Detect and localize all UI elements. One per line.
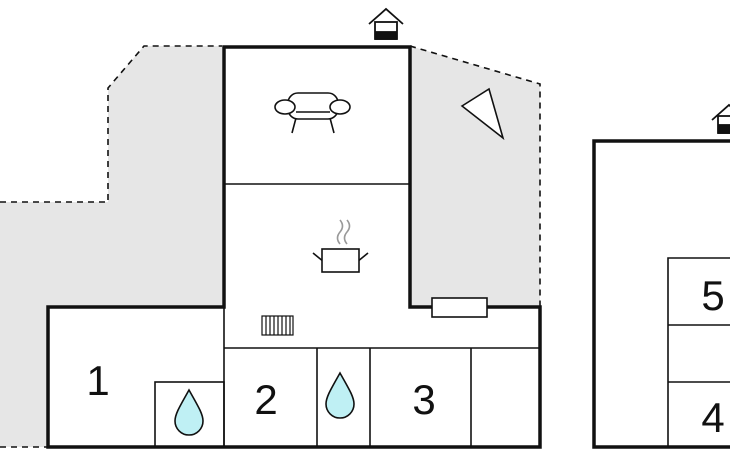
terrace-area-right [410,46,540,307]
house-entrance-icon [711,103,730,134]
interior-walls [154,183,540,448]
terrace-area-left [0,46,222,447]
house-entrance-icon [368,7,404,40]
room-label-3: 3 [412,376,435,423]
second-building-walls [667,257,730,447]
room-label-2: 2 [254,376,277,423]
water-drop-icon [325,371,355,419]
room-label-1: 1 [86,357,109,404]
room-label-4: 4 [701,394,724,441]
building-outline [46,45,542,449]
plot-boundary-left [0,45,222,203]
cooking-pot-icon [312,219,369,273]
second-building-outline [592,139,730,449]
radiator-icon [261,315,294,336]
north-arrow-icon [460,87,505,141]
plot-boundary-right [409,45,541,307]
sofa-icon [274,92,351,134]
water-drop-icon [174,388,204,436]
window [431,297,488,318]
room-label-5: 5 [701,272,724,319]
